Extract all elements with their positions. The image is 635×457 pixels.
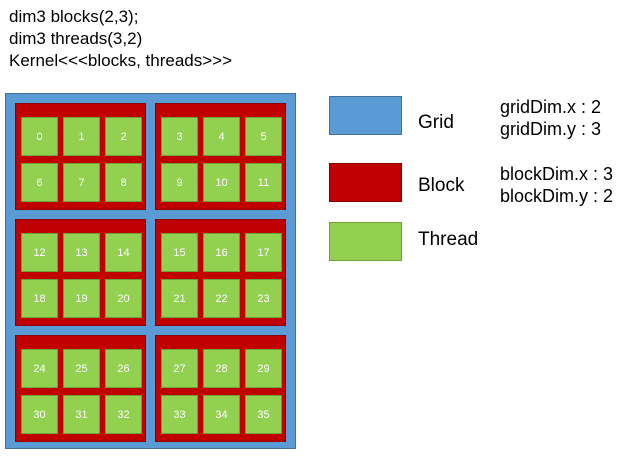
grid-dim-y: gridDim.y : 3 [500, 119, 602, 139]
legend-thread-swatch [329, 222, 402, 261]
block-dim-y: blockDim.y : 2 [500, 186, 614, 206]
thread-cell: 7 [63, 163, 100, 202]
thread-cell: 12 [21, 233, 58, 272]
code-line-threads: dim3 threads(3,2) [9, 29, 143, 48]
thread-cell: 24 [21, 349, 58, 388]
thread-cell: 27 [161, 349, 198, 388]
thread-cell: 23 [245, 279, 282, 318]
grid-dim-x: gridDim.x : 2 [500, 97, 602, 117]
thread-cell: 5 [245, 117, 282, 156]
thread-cell: 32 [105, 395, 142, 434]
thread-cell: 14 [105, 233, 142, 272]
thread-cell: 22 [203, 279, 240, 318]
thread-cell: 21 [161, 279, 198, 318]
thread-cell: 10 [203, 163, 240, 202]
thread-cell: 4 [203, 117, 240, 156]
thread-cell: 1 [63, 117, 100, 156]
legend-block-label: Block [418, 175, 465, 196]
thread-cell: 20 [105, 279, 142, 318]
code-snippet: dim3 blocks(2,3); dim3 threads(3,2) Kern… [9, 6, 232, 72]
thread-cell: 31 [63, 395, 100, 434]
thread-cell: 8 [105, 163, 142, 202]
block-dims: blockDim.x : 3 blockDim.y : 2 [500, 163, 613, 207]
code-line-blocks: dim3 blocks(2,3); [9, 7, 139, 26]
thread-cell: 34 [203, 395, 240, 434]
thread-cell: 6 [21, 163, 58, 202]
code-line-kernel: Kernel<<<blocks, threads>>> [9, 51, 233, 70]
thread-cell: 0 [21, 117, 58, 156]
thread-cell: 11 [245, 163, 282, 202]
legend-grid-label: Grid [418, 112, 454, 133]
thread-cell: 26 [105, 349, 142, 388]
legend-thread-label: Thread [418, 229, 479, 250]
thread-cell: 3 [161, 117, 198, 156]
thread-cell: 28 [203, 349, 240, 388]
thread-cell: 30 [21, 395, 58, 434]
thread-cell: 2 [105, 117, 142, 156]
thread-cell: 19 [63, 279, 100, 318]
thread-cell: 29 [245, 349, 282, 388]
thread-cell: 9 [161, 163, 198, 202]
thread-cell: 25 [63, 349, 100, 388]
grid-dims: gridDim.x : 2 gridDim.y : 3 [500, 96, 601, 140]
thread-cell: 15 [161, 233, 198, 272]
thread-cell: 13 [63, 233, 100, 272]
thread-cell: 16 [203, 233, 240, 272]
legend-block-swatch [329, 163, 402, 202]
thread-cell: 35 [245, 395, 282, 434]
legend-grid-swatch [329, 96, 402, 135]
block-dim-x: blockDim.x : 3 [500, 164, 614, 184]
thread-cell: 17 [245, 233, 282, 272]
thread-cell: 18 [21, 279, 58, 318]
thread-cell: 33 [161, 395, 198, 434]
